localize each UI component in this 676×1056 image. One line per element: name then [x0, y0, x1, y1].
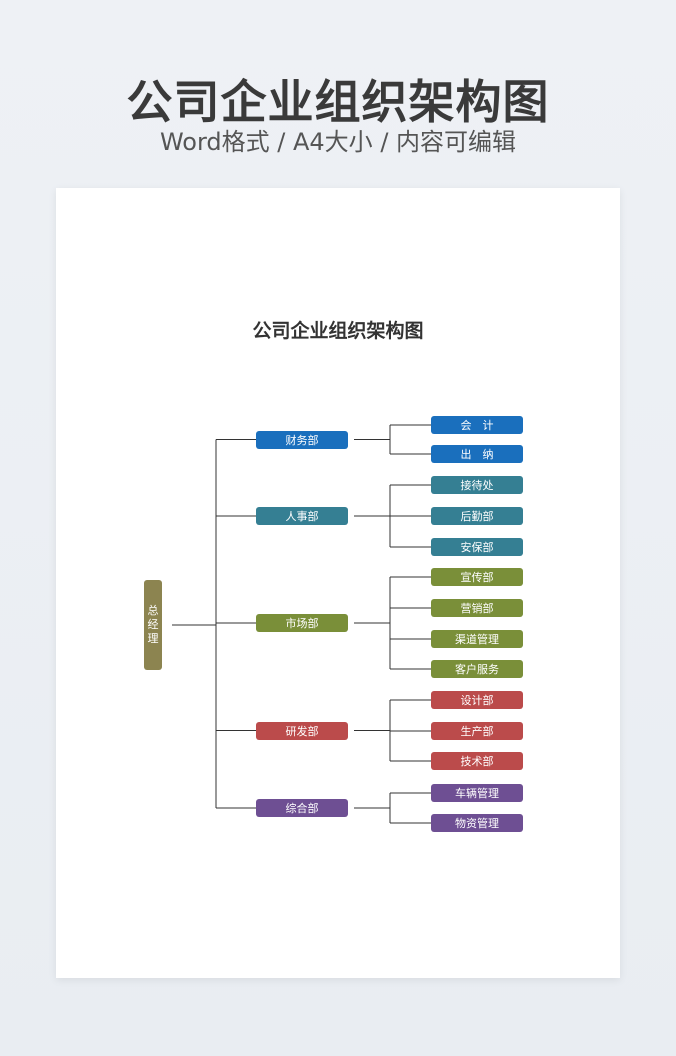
sub-department-box: 接待处 [431, 476, 523, 494]
sub-department-box: 宣传部 [431, 568, 523, 586]
department-box: 综合部 [256, 799, 348, 817]
sub-department-box: 物资管理 [431, 814, 523, 832]
sub-department-box: 设计部 [431, 691, 523, 709]
root-label-char: 理 [147, 632, 159, 645]
department-box: 人事部 [256, 507, 348, 525]
banner-title: 公司企业组织架构图 [126, 75, 550, 129]
sub-department-box: 营销部 [431, 599, 523, 617]
sub-department-box: 技术部 [431, 752, 523, 770]
sub-department-box: 会 计 [431, 416, 523, 434]
sub-department-box: 安保部 [431, 538, 523, 556]
sub-department-box: 车辆管理 [431, 784, 523, 802]
root-general-manager: 总经理 [144, 580, 162, 670]
department-box: 研发部 [256, 721, 348, 740]
document-page: 公司企业组织架构图 总经理 财务部 会 计出 纳人事部 接待处后勤部安保部市场部 宣传部… [56, 188, 620, 978]
department-box: 财务部 [256, 430, 348, 449]
sub-department-box: 后勤部 [431, 507, 523, 525]
org-chart-connectors [172, 424, 431, 824]
department-box: 市场部 [256, 614, 348, 632]
sub-department-box: 出 纳 [431, 445, 523, 463]
sub-department-box: 生产部 [431, 722, 523, 740]
sub-department-box: 客户服务 [431, 660, 523, 678]
sub-department-box: 渠道管理 [431, 630, 523, 648]
document-title: 公司企业组织架构图 [252, 320, 424, 342]
banner-subtitle: Word格式 / A4大小 / 内容可编辑 [159, 128, 517, 156]
root-label-char: 总 [147, 604, 159, 617]
root-label-char: 经 [147, 618, 159, 631]
